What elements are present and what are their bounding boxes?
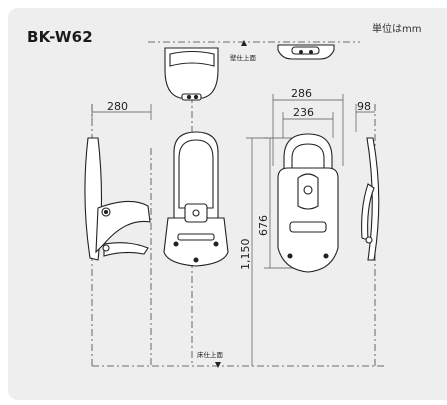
front-view-screw — [193, 257, 199, 263]
side-view-right-joint — [365, 236, 373, 244]
top-view — [164, 47, 219, 101]
unit-note: 単位はmm — [372, 24, 422, 35]
dim-total-height-label: 1,150 — [239, 239, 252, 271]
front-view-grip-bar — [177, 233, 215, 241]
rear-view-screw — [287, 253, 293, 259]
top-view-screw — [193, 94, 199, 100]
dim-width-outer-label: 286 — [291, 87, 312, 100]
rear-view-body — [277, 167, 339, 273]
dim-mount-height-label: 676 — [257, 215, 270, 236]
floor-surface-marker: 床仕上面 — [197, 350, 224, 368]
drawing-panel: BK-W62 単位はmm 壁仕上面 — [8, 8, 447, 400]
bracket-slot — [291, 46, 320, 55]
rear-view-screw — [323, 253, 329, 259]
side-view-left — [84, 137, 151, 261]
top-view-rim — [169, 50, 215, 67]
side-view-right-plate — [366, 137, 380, 261]
rear-view-handle — [289, 221, 327, 233]
dimension-lines — [91, 94, 375, 366]
technical-drawing: 壁仕上面 — [84, 40, 386, 368]
floor-surface-label: 床仕上面 — [197, 350, 224, 359]
bracket-screw — [299, 50, 303, 54]
front-view-latch-knob — [192, 209, 200, 217]
side-view-right — [361, 137, 380, 261]
front-view-seat — [178, 139, 214, 209]
side-view-hinge-pin — [103, 209, 109, 215]
model-name: BK-W62 — [27, 28, 93, 46]
front-view — [163, 131, 229, 267]
side-view-arm — [103, 242, 149, 257]
front-view-screw — [213, 241, 219, 247]
wall-arrow-icon — [241, 40, 247, 46]
dimension-labels: 280 286 236 98 676 1,150 — [107, 87, 371, 270]
front-view-screw — [173, 241, 179, 247]
floor-arrow-icon — [215, 362, 221, 368]
top-view-screw — [186, 94, 192, 100]
bracket-screw — [309, 50, 313, 54]
wall-bracket — [277, 44, 335, 60]
side-view-joint — [102, 244, 110, 252]
dim-width-inner-label: 236 — [293, 106, 314, 119]
dim-side-thickness-label: 98 — [357, 100, 371, 113]
rear-view — [277, 133, 339, 273]
wall-surface-marker: 壁仕上面 — [230, 40, 257, 62]
wall-surface-label: 壁仕上面 — [230, 53, 257, 62]
dim-side-depth-label: 280 — [107, 100, 128, 113]
rear-view-knob — [303, 185, 313, 195]
front-view-base — [163, 217, 229, 267]
